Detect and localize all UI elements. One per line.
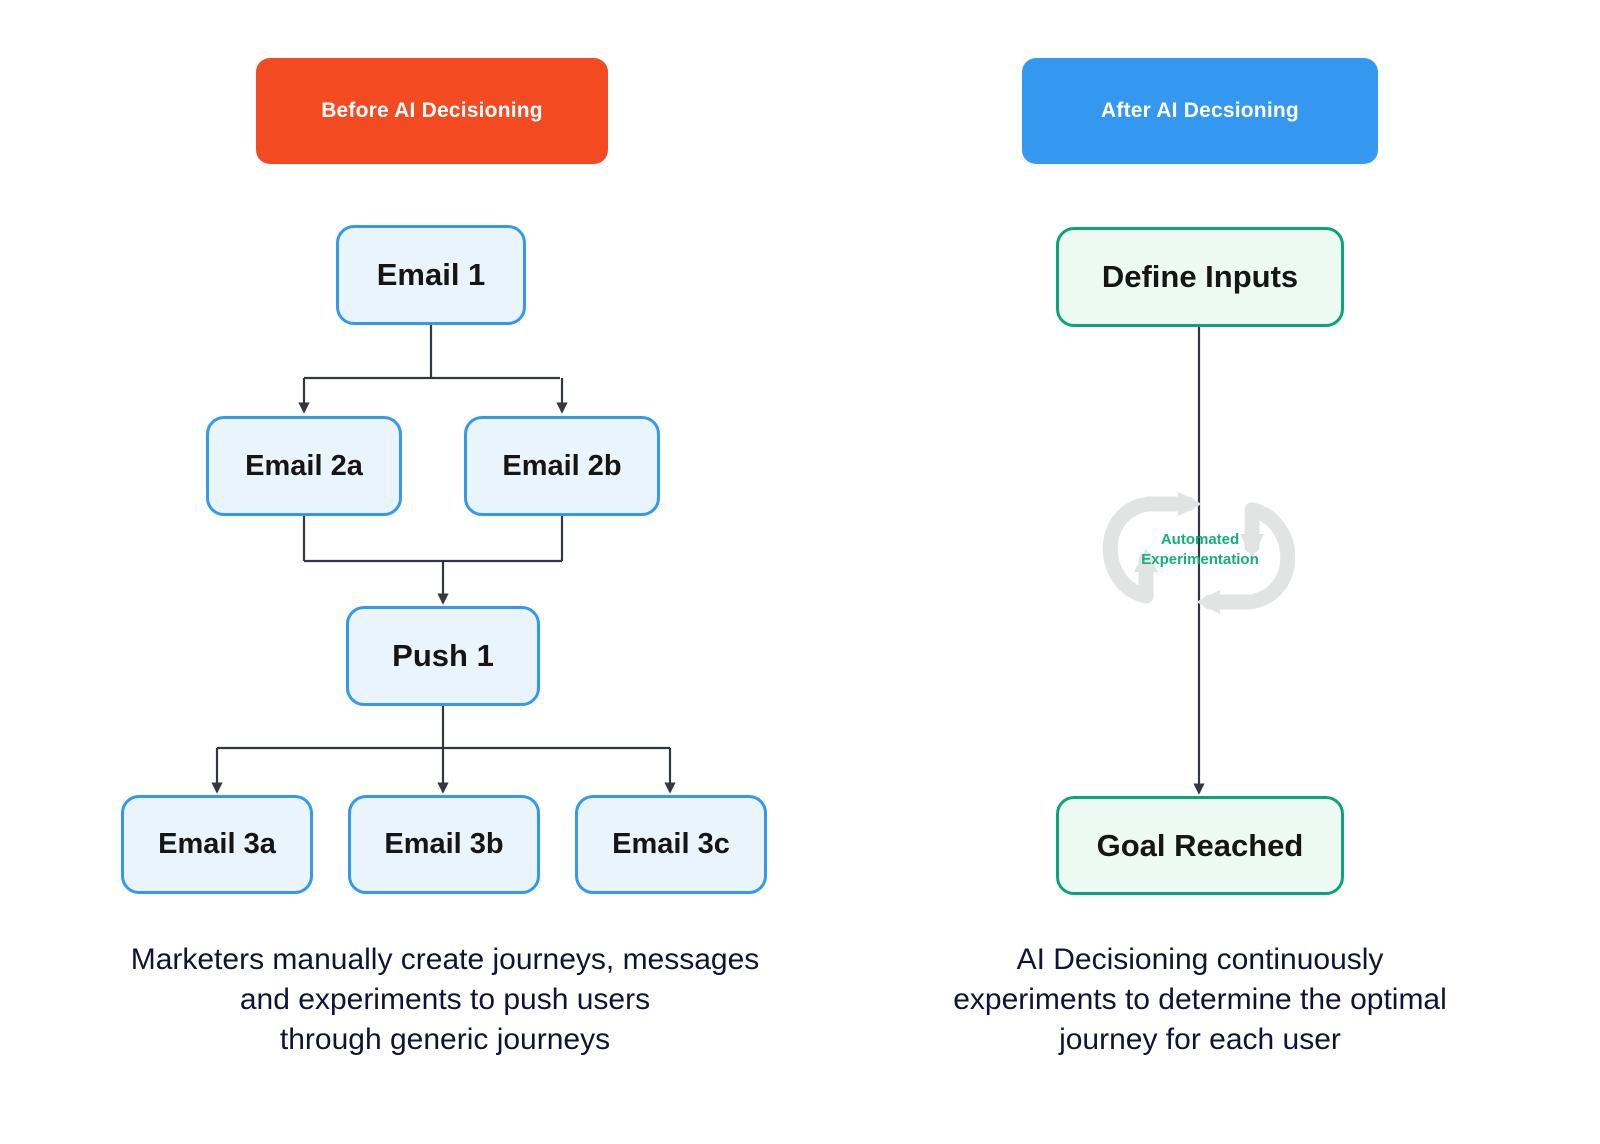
node-email-3c-label: Email 3c — [612, 828, 730, 860]
connector-push1-to-email3 — [211, 706, 676, 794]
banner-before-ai-decisioning: Before AI Decisioning — [256, 58, 608, 164]
caption-after-column: AI Decisioning continuously experiments … — [953, 943, 1447, 1056]
node-email-3c[interactable]: Email 3c — [575, 795, 767, 894]
connector-email1-to-email2 — [298, 325, 568, 414]
node-email-3b-label: Email 3b — [384, 828, 504, 860]
node-define-inputs[interactable]: Define Inputs — [1056, 227, 1344, 327]
banner-after-ai-decisioning: After AI Decsioning — [1022, 58, 1378, 164]
node-goal-reached[interactable]: Goal Reached — [1056, 796, 1344, 895]
node-goal-reached-label: Goal Reached — [1096, 827, 1304, 863]
banner-before-label: Before AI Decisioning — [321, 99, 543, 122]
node-email-2b[interactable]: Email 2b — [464, 416, 660, 516]
node-email-2a-label: Email 2a — [245, 449, 363, 482]
node-email-3a[interactable]: Email 3a — [121, 795, 313, 894]
connector-email2-to-push1 — [302, 516, 564, 605]
node-email-3a-label: Email 3a — [158, 828, 276, 860]
node-email-3b[interactable]: Email 3b — [348, 795, 540, 894]
node-email-2a[interactable]: Email 2a — [206, 416, 402, 516]
node-push-1[interactable]: Push 1 — [346, 606, 540, 706]
node-email-1-label: Email 1 — [376, 257, 486, 292]
node-push-1-label: Push 1 — [392, 638, 494, 673]
automated-experimentation-label: Automated Experimentation — [1141, 531, 1259, 569]
node-email-2b-label: Email 2b — [502, 449, 622, 482]
banner-after-label: After AI Decsioning — [1101, 99, 1299, 122]
node-email-1[interactable]: Email 1 — [336, 225, 526, 325]
caption-before-column: Marketers manually create journeys, mess… — [130, 943, 760, 1056]
node-define-inputs-label: Define Inputs — [1101, 259, 1299, 294]
